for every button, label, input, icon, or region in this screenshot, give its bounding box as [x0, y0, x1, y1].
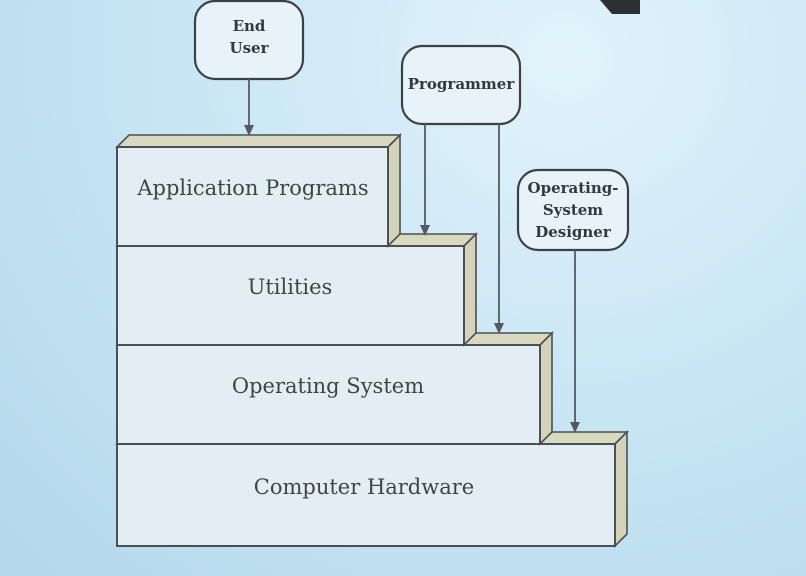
layer-application-programs: Application Programs — [115, 133, 402, 248]
user-label-line3: Designer — [535, 223, 612, 241]
layer-side-face — [614, 430, 628, 548]
layer-label: Application Programs — [136, 176, 368, 200]
layer-side-face — [539, 331, 553, 446]
layer-label: Operating System — [232, 374, 424, 398]
arrow-head — [244, 125, 254, 136]
layer-label: Computer Hardware — [254, 475, 474, 499]
layer-utilities: Utilities — [115, 232, 478, 347]
layer-side-face — [463, 232, 477, 347]
arrow-head — [494, 323, 504, 334]
layer-front-face — [116, 245, 465, 346]
user-end-user: End User — [193, 0, 305, 136]
layer-operating-system: Operating System — [115, 331, 554, 446]
layer-label: Utilities — [248, 275, 333, 299]
user-label-line1: Programmer — [408, 75, 516, 93]
arrow-head — [420, 225, 430, 236]
layer-front-face — [116, 146, 389, 247]
user-programmer: Programmer — [400, 44, 522, 334]
layer-side-face — [387, 133, 401, 248]
user-label-line2: User — [230, 39, 270, 57]
user-box — [516, 168, 630, 252]
user-box — [400, 44, 522, 126]
user-label-line2: System — [543, 201, 603, 219]
corner-logo-mark — [600, 0, 640, 14]
user-label-line1: End — [233, 17, 266, 35]
arrow-head — [570, 422, 580, 433]
layer-computer-hardware: Computer Hardware — [115, 430, 629, 548]
layer-top-face — [115, 134, 402, 148]
user-label-line1: Operating- — [528, 179, 619, 197]
user-os-designer: Operating- System Designer — [516, 168, 630, 433]
layer-front-face — [116, 443, 616, 547]
